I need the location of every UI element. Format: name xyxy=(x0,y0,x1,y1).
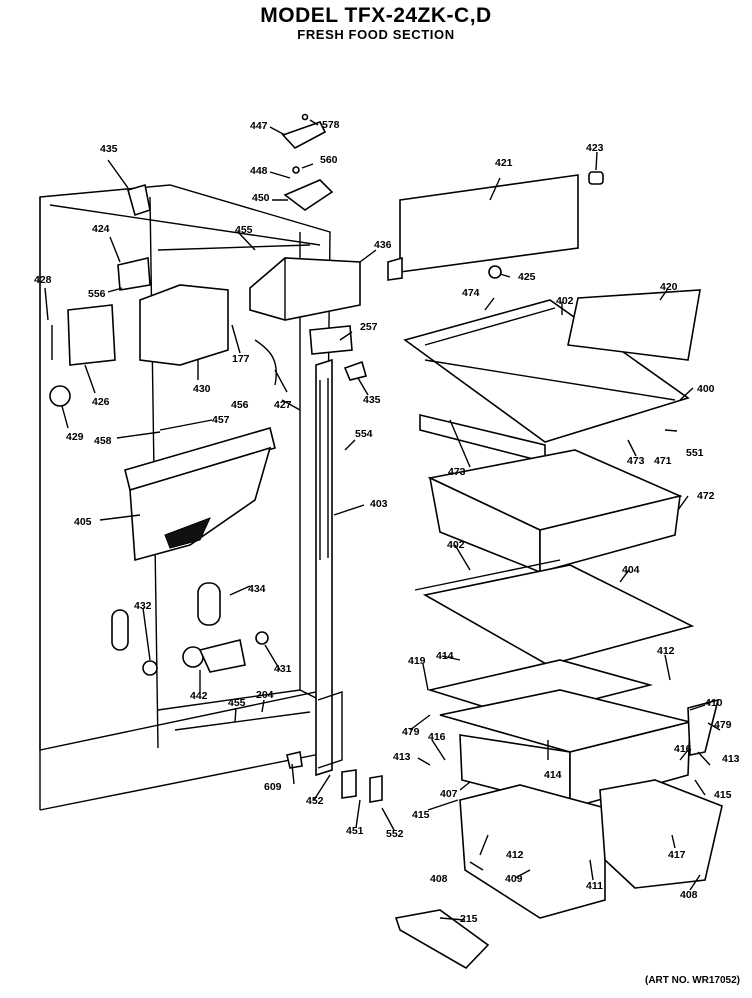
top-shelf xyxy=(403,289,701,464)
callout-436: 436 xyxy=(374,239,392,251)
callout-257: 257 xyxy=(360,321,378,333)
callout-415a: 415 xyxy=(714,789,732,801)
callout-427: 427 xyxy=(274,399,292,411)
callout-432: 432 xyxy=(134,600,152,612)
callout-402b: 402 xyxy=(447,539,465,551)
section-title: FRESH FOOD SECTION xyxy=(297,27,455,42)
callout-412a: 412 xyxy=(657,645,675,657)
callout-420: 420 xyxy=(660,281,678,293)
callout-408b: 408 xyxy=(680,889,698,901)
callout-labels: 435 424 428 556 426 429 430 177 458 457 … xyxy=(34,119,740,925)
callout-471: 471 xyxy=(654,455,672,467)
callout-474: 474 xyxy=(462,287,480,299)
callout-560: 560 xyxy=(320,154,338,166)
callout-215: 215 xyxy=(460,913,478,925)
callout-415b: 415 xyxy=(412,809,430,821)
callout-479b: 479 xyxy=(402,726,420,738)
callout-411: 411 xyxy=(586,880,603,892)
callout-400: 400 xyxy=(697,383,715,395)
callout-472: 472 xyxy=(697,490,715,502)
callout-435a: 435 xyxy=(100,143,118,155)
callout-458: 458 xyxy=(94,435,112,447)
callout-429: 429 xyxy=(66,431,84,443)
callout-452: 452 xyxy=(306,795,324,807)
callout-414b: 414 xyxy=(544,769,562,781)
callout-434: 434 xyxy=(248,583,266,595)
callout-423: 423 xyxy=(586,142,604,154)
utility-tray xyxy=(394,909,490,970)
callout-578: 578 xyxy=(322,119,340,131)
callout-442: 442 xyxy=(190,690,208,702)
callout-414a: 414 xyxy=(436,650,454,662)
callout-431: 431 xyxy=(274,663,292,675)
callout-177: 177 xyxy=(232,353,250,365)
callout-409: 409 xyxy=(505,873,523,885)
callout-424: 424 xyxy=(92,223,110,235)
lower-left-parts xyxy=(111,582,383,803)
callout-448: 448 xyxy=(250,165,268,177)
callout-556: 556 xyxy=(88,288,106,300)
callout-413b: 413 xyxy=(722,753,740,765)
callout-410: 410 xyxy=(705,697,723,709)
rear-duct-cover xyxy=(387,171,604,281)
callout-551: 551 xyxy=(686,447,704,459)
callout-419: 419 xyxy=(408,655,426,667)
callout-416b: 416 xyxy=(674,743,692,755)
callout-403: 403 xyxy=(370,498,388,510)
callout-428: 428 xyxy=(34,274,52,286)
light-housing xyxy=(49,183,277,407)
callout-405: 405 xyxy=(74,516,92,528)
callout-412b: 412 xyxy=(506,849,524,861)
callout-404: 404 xyxy=(622,564,640,576)
callout-456: 456 xyxy=(231,399,249,411)
callout-421: 421 xyxy=(495,157,513,169)
control-housing xyxy=(249,257,367,381)
leader-lines xyxy=(44,119,721,921)
callout-407: 407 xyxy=(440,788,458,800)
callout-451: 451 xyxy=(346,825,364,837)
callout-204: 204 xyxy=(256,689,274,701)
callout-408a: 408 xyxy=(430,873,448,885)
callout-455a: 455 xyxy=(235,224,253,236)
callout-435b: 435 xyxy=(363,394,381,406)
art-number: (ART NO. WR17052) xyxy=(644,975,740,986)
crisper-drawers xyxy=(459,779,723,919)
top-hinge-parts xyxy=(281,113,334,211)
callout-430: 430 xyxy=(193,383,211,395)
callout-413a: 413 xyxy=(393,751,411,763)
crisper-cover xyxy=(426,659,720,810)
callout-447: 447 xyxy=(250,120,268,132)
callout-425: 425 xyxy=(518,271,536,283)
model-title: MODEL TFX-24ZK-C,D xyxy=(260,4,492,27)
meat-pan xyxy=(427,449,683,574)
dairy-compartment xyxy=(124,427,276,562)
callout-552: 552 xyxy=(386,828,404,840)
callout-426: 426 xyxy=(92,396,110,408)
callout-479a: 479 xyxy=(714,719,732,731)
callout-473a: 473 xyxy=(627,455,645,467)
callout-450: 450 xyxy=(252,192,270,204)
callout-416a: 416 xyxy=(428,731,446,743)
callout-457: 457 xyxy=(212,414,230,426)
callout-417: 417 xyxy=(668,849,686,861)
middle-shelf xyxy=(414,559,695,666)
mullion-bar xyxy=(315,358,343,777)
callout-609: 609 xyxy=(264,781,282,793)
callout-554: 554 xyxy=(355,428,373,440)
callout-473b: 473 xyxy=(448,466,466,478)
callout-455b: 455 xyxy=(228,697,246,709)
callout-402a: 402 xyxy=(556,295,574,307)
